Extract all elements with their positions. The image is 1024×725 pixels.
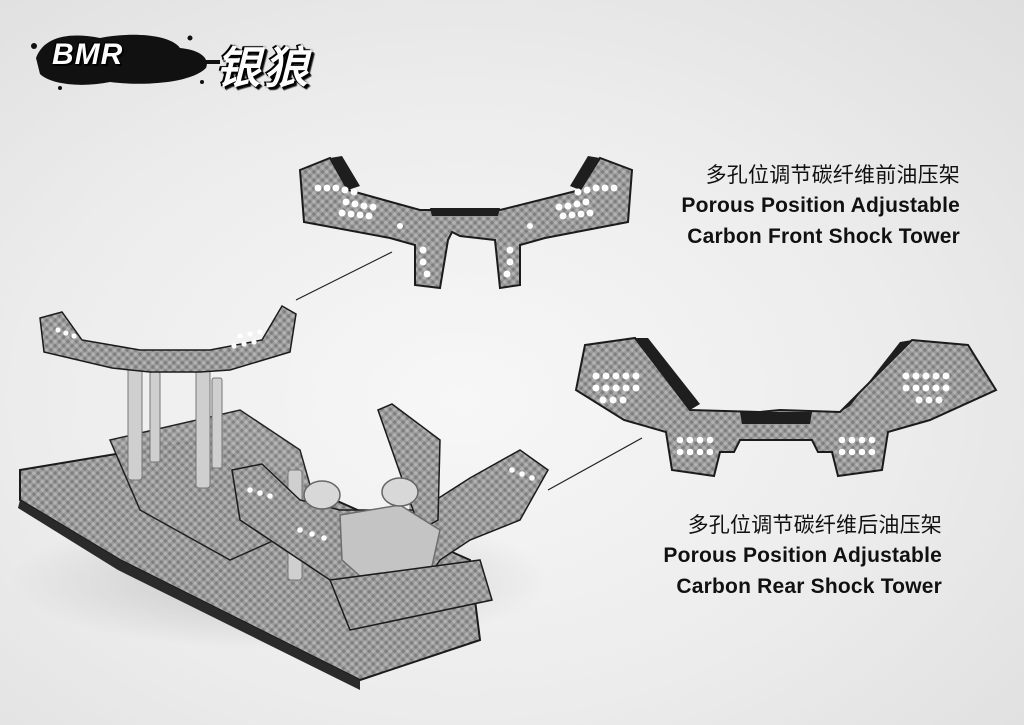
rear-leader-line (547, 437, 643, 491)
chassis-assembly (10, 304, 550, 690)
rear-caption-line2: Carbon Rear Shock Tower (676, 575, 942, 598)
rear-hole-grid-lower (676, 436, 876, 456)
brand-logo: BMR 银狼 (30, 28, 410, 94)
rear-hole-grid-right (902, 372, 950, 404)
front-hole-grid-right (555, 184, 618, 220)
product-name: 银狼 (216, 43, 312, 94)
brand-wordmark: BMR (52, 38, 124, 71)
front-tower-caption: 多孔位调节碳纤维前油压架 Porous Position Adjustable … (648, 160, 960, 252)
front-hole-legs (397, 223, 533, 278)
front-caption-chinese: 多孔位调节碳纤维前油压架 (705, 163, 960, 187)
front-hole-grid-left (314, 184, 377, 220)
ink-splash-graphic (31, 34, 220, 90)
rear-tower-caption: 多孔位调节碳纤维后油压架 Porous Position Adjustable … (630, 510, 942, 602)
front-caption-line1: Porous Position Adjustable (681, 194, 960, 217)
rear-hole-grid-left (592, 372, 640, 404)
rear-caption-chinese: 多孔位调节碳纤维后油压架 (687, 513, 942, 537)
rear-caption-line1: Porous Position Adjustable (663, 544, 942, 567)
front-shock-tower-detail (298, 156, 634, 290)
rear-shock-tower-detail (574, 336, 998, 478)
front-leader-line (295, 251, 393, 301)
front-caption-line2: Carbon Front Shock Tower (687, 225, 960, 248)
